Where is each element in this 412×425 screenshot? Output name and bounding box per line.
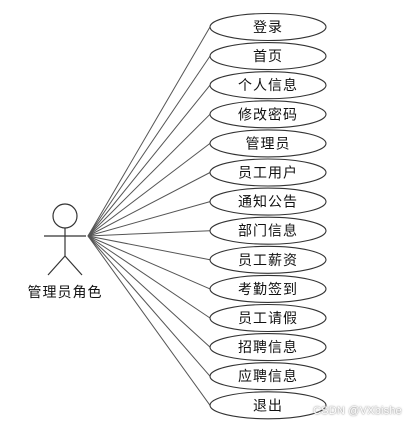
association-lines [87,26,211,406]
use-case-label: 考勤签到 [238,281,298,298]
use-case-ellipse [209,391,327,420]
use-case-ellipse [209,187,327,216]
use-case-label: 修改密码 [238,106,298,123]
use-case-ellipse [209,333,327,362]
use-case-ellipse [209,245,327,274]
use-case: 首页 [209,42,327,71]
association-line [87,113,211,237]
use-case: 登录 [209,12,327,42]
use-case: 个人信息 [209,71,327,100]
use-case-label: 首页 [253,49,283,65]
use-case-ellipse [209,71,327,100]
association-line [87,201,211,237]
use-case: 招聘信息 [209,333,327,362]
use-case-ellipse [209,362,327,391]
use-case: 员工用户 [209,158,327,187]
use-case: 部门信息 [209,216,327,245]
association-line [87,235,211,261]
use-case-ellipse [209,42,327,71]
actor-left-leg [47,255,66,276]
watermark: CSDN @VXbishe [313,405,402,417]
use-case-ellipse [209,274,327,303]
actor-head [52,203,78,229]
association-line [87,235,211,406]
use-case-label: 通知公告 [238,194,298,211]
use-case-label: 员工薪资 [238,253,298,269]
association-line [87,235,211,319]
association-line [87,26,211,237]
use-case-label: 应聘信息 [238,368,298,385]
use-case: 员工薪资 [209,245,327,274]
use-case-label: 退出 [253,398,283,414]
use-case-label: 部门信息 [238,223,298,240]
association-line [87,143,211,237]
association-line [87,230,211,237]
association-line [87,55,211,237]
association-line [87,235,211,290]
use-case-ellipse [209,216,327,245]
use-case-ellipse [209,303,327,333]
use-case-label: 员工请假 [238,311,298,327]
use-case-ellipse [209,129,327,158]
association-line [87,84,211,237]
association-line [87,235,211,377]
use-case-label: 招聘信息 [238,339,298,356]
actor-right-leg [64,255,83,276]
use-case-ellipse [209,158,327,187]
use-case-list: 登录首页个人信息修改密码管理员员工用户通知公告部门信息员工薪资考勤签到员工请假招… [209,12,327,420]
association-line [87,172,211,237]
use-case-label: 登录 [253,20,283,36]
use-case: 退出 [209,391,327,420]
use-case: 应聘信息 [209,362,327,391]
use-case-label: 个人信息 [238,77,298,94]
use-case: 考勤签到 [209,274,327,303]
actor-label: 管理员角色 [28,284,103,301]
use-case-ellipse [209,12,327,42]
actor-figure: 管理员角色 [28,203,103,301]
use-case-label: 员工用户 [238,165,298,182]
use-case: 管理员 [209,129,327,158]
association-line [87,235,211,348]
use-case-label: 管理员 [246,136,291,152]
use-case: 员工请假 [209,303,327,333]
use-case: 修改密码 [209,100,327,129]
use-case-ellipse [209,100,327,129]
use-case: 通知公告 [209,187,327,216]
